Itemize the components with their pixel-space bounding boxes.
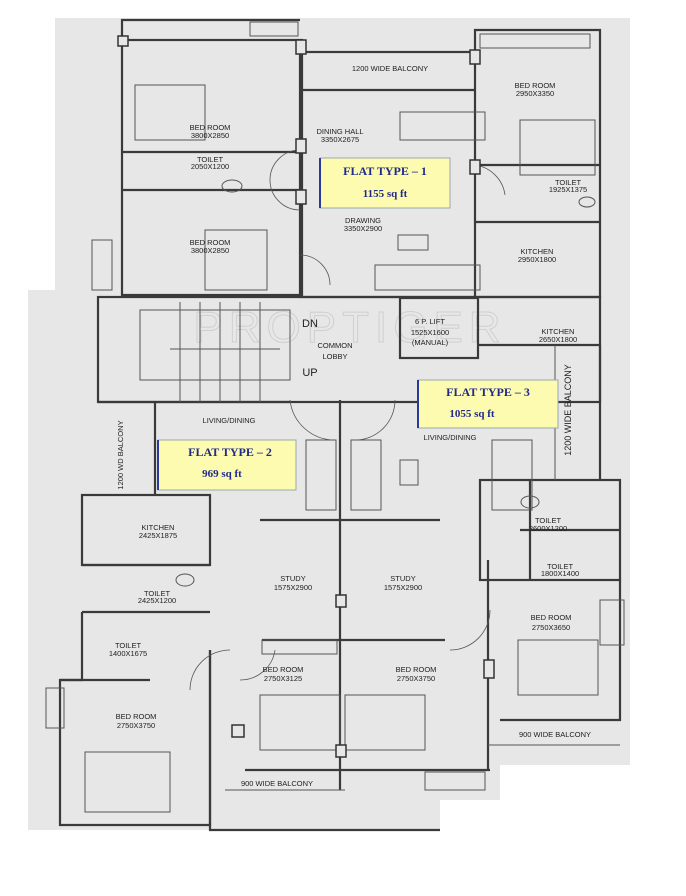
furniture (84, 84, 599, 813)
stairs-up-label: UP (302, 367, 317, 379)
balcony-bottom-right: 900 WIDE BALCONY (519, 730, 591, 739)
flat-type-1-box: FLAT TYPE – 1 1155 sq ft (319, 157, 451, 209)
kitchen-l-name: KITCHEN (142, 523, 175, 532)
bedroom-c1-name: BED ROOM (263, 665, 304, 674)
study-1-size: 1575X2900 (274, 583, 312, 592)
toilet-tl-name: TOILET (197, 155, 224, 164)
bedroom-r-low-name: BED ROOM (531, 613, 572, 622)
kitchen-r2-size: 2650X1800 (539, 335, 577, 344)
bedroom-ml-size: 3800X2850 (191, 246, 229, 255)
bedroom-tr-size: 2950X3350 (516, 89, 554, 98)
bedroom-bl-size: 2750X3750 (117, 721, 155, 730)
bedroom-bl-name: BED ROOM (116, 712, 157, 721)
balcony-bottom-left: 900 WIDE BALCONY (241, 779, 313, 788)
flat-type-1-title: FLAT TYPE – 1 (343, 164, 427, 178)
drawing-name: DRAWING (345, 216, 381, 225)
balcony-right-label: 1200 WIDE BALCONY (563, 364, 573, 456)
toilet-r2-size: 2600X1200 (529, 524, 567, 533)
flat-type-3-area: 1055 sq ft (449, 408, 495, 420)
bedroom-c2-name: BED ROOM (396, 665, 437, 674)
kitchen-r2-name: KITCHEN (542, 327, 575, 336)
study-2-name: STUDY (390, 574, 415, 583)
toilet-tr-name: TOILET (555, 178, 582, 187)
stairs-down-label: DN (302, 318, 318, 330)
watermark: PROPTIGER (193, 303, 506, 352)
flat-type-1-area: 1155 sq ft (363, 188, 408, 200)
toilet-l2-name: TOILET (144, 589, 171, 598)
flat-type-2-area: 969 sq ft (202, 468, 242, 480)
flat-type-2-box: FLAT TYPE – 2 969 sq ft (157, 439, 297, 491)
bedroom-ml-name: BED ROOM (190, 238, 231, 247)
toilet-tl-size: 2050X1200 (191, 162, 229, 171)
balcony-grilles (45, 21, 625, 791)
toilet-l3-name: TOILET (115, 641, 142, 650)
flat-type-2-title: FLAT TYPE – 2 (188, 445, 272, 459)
study-1-name: STUDY (280, 574, 305, 583)
bedroom-tl-name: BED ROOM (190, 123, 231, 132)
living-dining-left: LIVING/DINING (203, 416, 256, 425)
toilet-r2-name: TOILET (535, 516, 562, 525)
room-labels: 1200 WIDE BALCONY BED ROOM 3800X2850 DIN… (109, 64, 591, 788)
common-lobby-line1: COMMON (318, 341, 353, 350)
toilet-l2-size: 2425X1200 (138, 596, 176, 605)
dining-hall-size: 3350X2675 (321, 135, 359, 144)
lift-line1: 6 P. LIFT (415, 317, 445, 326)
balcony-left-label: 1200 WD BALCONY (116, 420, 125, 489)
toilet-l3-size: 1400X1675 (109, 649, 147, 658)
flat-type-3-box: FLAT TYPE – 3 1055 sq ft (417, 379, 559, 429)
staircase (139, 302, 291, 402)
lift-line3: (MANUAL) (412, 338, 449, 347)
bedroom-tl-size: 3800X2850 (191, 131, 229, 140)
toilet-r3-name: TOILET (547, 562, 574, 571)
living-dining-right: LIVING/DINING (424, 433, 477, 442)
bedroom-c1-size: 2750X3125 (264, 674, 302, 683)
door-swings (189, 149, 506, 691)
columns (117, 35, 495, 758)
common-lobby-line2: LOBBY (322, 352, 347, 361)
kitchen-r1-name: KITCHEN (521, 247, 554, 256)
bedroom-tr-name: BED ROOM (515, 81, 556, 90)
bedroom-r-low-size: 2750X3650 (532, 623, 570, 632)
flat-type-3-title: FLAT TYPE – 3 (446, 385, 530, 399)
toilet-r3-size: 1800X1400 (541, 569, 579, 578)
kitchen-l-size: 2425X1875 (139, 531, 177, 540)
drawing-size: 3350X2900 (344, 224, 382, 233)
bedroom-c2-size: 2750X3750 (397, 674, 435, 683)
lift-line2: 1525X1600 (411, 328, 449, 337)
kitchen-r1-size: 2950X1800 (518, 255, 556, 264)
dining-hall-name: DINING HALL (316, 127, 363, 136)
study-2-size: 1575X2900 (384, 583, 422, 592)
toilet-tr-size: 1925X1375 (549, 185, 587, 194)
balcony-top-label: 1200 WIDE BALCONY (352, 64, 428, 73)
